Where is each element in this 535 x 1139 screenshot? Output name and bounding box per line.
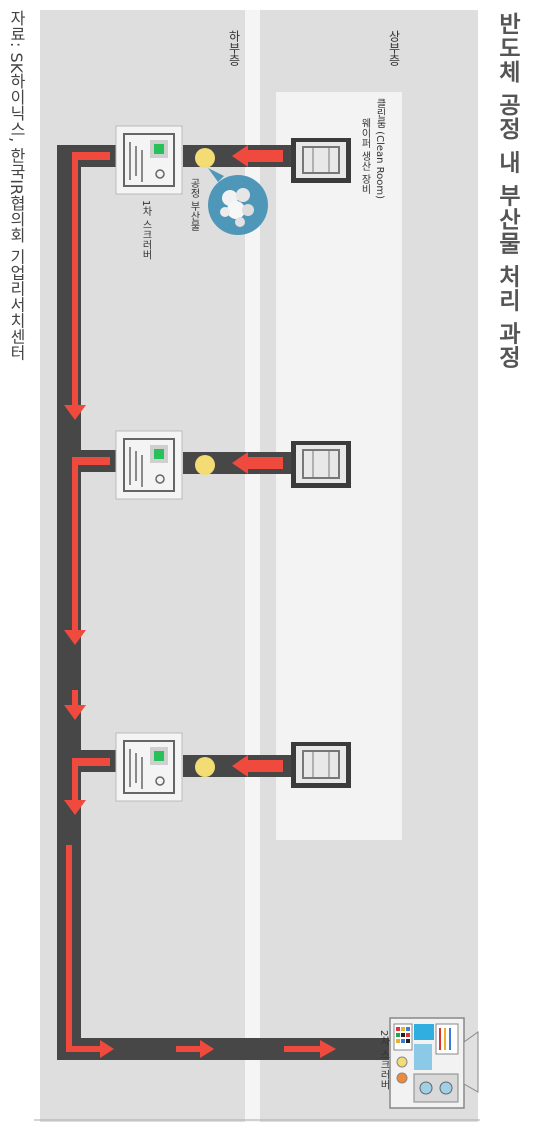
scrubber-1b <box>115 430 183 500</box>
arrow-down-short <box>64 690 86 720</box>
wafer-equipment-1 <box>291 138 351 183</box>
arrow-right-1 <box>176 1040 214 1058</box>
lower-floor-label: 하부층 <box>227 30 241 66</box>
wafer-equipment-label: 웨이퍼 생산 장비 <box>359 118 370 195</box>
arrow-right-2 <box>284 1040 336 1058</box>
scrubber-2-label: 2차 스크러버 <box>378 1030 389 1090</box>
byproduct-dot-2 <box>195 455 215 475</box>
upper-floor-label: 상부층 <box>387 30 401 66</box>
cleanroom-label: 클린룸 (Clean Room) <box>374 98 385 200</box>
diagram-title: 반도체 공정 내 부산물 처리 과정 <box>494 12 520 370</box>
arrow-left-3 <box>232 755 283 777</box>
byproduct-dot-1 <box>195 148 215 168</box>
byproduct-dot-3 <box>195 757 215 777</box>
scrubber-1-label: 1차 스크러버 <box>140 200 151 260</box>
arrow-branch-1 <box>64 152 110 420</box>
flow-arrows <box>64 145 336 1058</box>
source-note: 자료: SK하이닉스, 한국IR협의회 기업리서치센터 <box>7 10 26 361</box>
arrow-left-1 <box>232 145 283 167</box>
arrow-branch-2 <box>64 457 110 645</box>
scrubber-1c <box>115 732 183 802</box>
byproduct-label: 공정 부산물 <box>188 178 199 232</box>
wafer-equipment-2 <box>291 441 351 488</box>
scrubber-1a <box>115 125 183 195</box>
byproduct-bubble <box>208 168 268 235</box>
arrow-down-right <box>66 845 114 1058</box>
scrubber-2 <box>389 1017 479 1109</box>
arrow-left-2 <box>232 452 283 474</box>
wafer-equipment-3 <box>291 742 351 788</box>
bottom-horizontal-pipe <box>57 1038 389 1060</box>
floor-divider <box>245 10 260 1122</box>
arrow-branch-3 <box>64 758 110 815</box>
